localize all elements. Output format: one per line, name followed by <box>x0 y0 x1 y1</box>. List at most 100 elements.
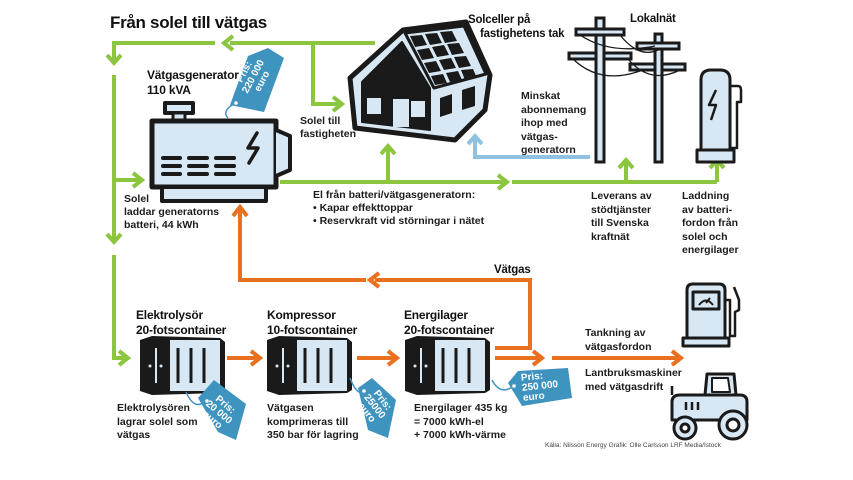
price-tag-energy-storage <box>491 368 572 406</box>
bullet-item: • Kapar effekttoppar <box>313 202 413 214</box>
hydrogen-return-left <box>238 210 366 282</box>
label-line: generatorn <box>521 144 576 156</box>
house-title-line2: fastighetens tak <box>480 28 565 40</box>
desc-line: Elektrolysören <box>117 402 190 414</box>
label-line: med vätgasdrift <box>585 380 664 393</box>
label-solel-laddar-batteri: Solel laddar generatorns batteri, 44 kWh <box>124 193 219 232</box>
arrow-up-grid <box>617 156 635 170</box>
label-line: batteri, 44 kWh <box>124 219 199 231</box>
desc-line: = 7000 kWh-el <box>414 415 484 428</box>
label-line: Leverans av <box>591 190 652 202</box>
energy-storage-title: Energilager 20-fotscontainer <box>404 308 494 338</box>
bullet-text: Reservkraft vid störningar i nätet <box>319 215 485 227</box>
power-poles-icon <box>567 16 687 164</box>
house-with-solar-panels-icon <box>347 19 493 143</box>
title-line2: 20-fotscontainer <box>136 323 227 337</box>
desc-line: vätgas <box>117 429 151 441</box>
label-vatgas-return: Vätgas <box>494 264 531 276</box>
source-credit: Källa: Nilsson Energy Grafik: Olle Carls… <box>545 442 721 449</box>
label-line: till Svenska <box>591 217 649 229</box>
grid-title: Lokalnät <box>630 13 676 25</box>
label-line: abonnemang <box>521 103 587 116</box>
label-line: stödtjänster <box>591 203 652 216</box>
arrow-right-out <box>531 349 546 367</box>
arrow-right-house <box>331 95 346 113</box>
desc-line: + 7000 kWh-värme <box>414 429 506 441</box>
label-line: fastigheten <box>300 128 357 140</box>
bullet-text: Kapar effekttoppar <box>319 202 413 214</box>
title-line1: Elektrolysör <box>136 308 203 322</box>
label-el-fran-batteri: El från batteri/vätgasgeneratorn: • Kapa… <box>313 189 484 228</box>
house-title: Solceller på fastighetens tak <box>468 13 565 41</box>
arrow-left-return <box>366 271 381 289</box>
arrow-right-vehicles <box>670 349 685 367</box>
arrow-up-generator <box>231 203 249 218</box>
desc-line: Energilager 435 kg <box>414 402 508 414</box>
label-leverans-stodtjanster: Leverans av stödtjänster till Svenska kr… <box>591 190 652 244</box>
arrow-down-left-mid <box>105 232 123 246</box>
title-line1: Energilager <box>404 308 468 322</box>
label-line: vätgasfordon <box>585 340 652 353</box>
label-line: ihop med <box>521 117 568 129</box>
grid-flow-line <box>466 132 590 159</box>
generator-title: Vätgasgenerator 110 kVA <box>147 68 239 98</box>
generator-title-line1: Vätgasgenerator <box>147 68 239 82</box>
tractor-icon <box>670 372 749 441</box>
label-line: Solel till <box>300 115 341 127</box>
label-tankning: Tankning av vätgasfordon <box>585 327 652 354</box>
label-line: av batteri- <box>682 203 733 216</box>
label-line: Solel <box>124 193 150 205</box>
ev-charger-icon <box>695 68 743 164</box>
arrow-left-top <box>220 34 235 52</box>
hydrogen-flow-lines <box>227 203 685 367</box>
generator-title-line2: 110 kVA <box>147 83 191 97</box>
solar-line-to-electrolyser <box>112 255 124 360</box>
solar-line-to-house <box>311 43 340 106</box>
price-tag-generator <box>225 48 284 119</box>
arrow-right-compressor <box>249 349 264 367</box>
label-line: energilager <box>682 244 739 256</box>
house-title-line1: Solceller på <box>468 14 531 26</box>
label-laddning-batterifordon: Laddning av batteri- fordon från solel o… <box>682 190 739 258</box>
lightning-icon <box>707 89 718 121</box>
label-line: Tankning av <box>585 327 646 339</box>
energy-storage-description: Energilager 435 kg = 7000 kWh-el + 7000 … <box>414 402 507 443</box>
compressor-description: Vätgasen komprimeras till 350 bar för la… <box>267 402 359 443</box>
arrow-right-storage <box>386 349 401 367</box>
infographic-title: Från solel till vätgas <box>110 13 267 32</box>
solar-flow-lines <box>105 34 726 367</box>
lightning-icon <box>246 131 260 165</box>
label-solel-till-fastigheten: Solel till fastigheten <box>300 115 356 141</box>
arrow-right-mid <box>496 173 511 191</box>
arrow-right-electrolyser <box>117 349 132 367</box>
arrow-down-left-top <box>105 53 123 67</box>
compressor-title: Kompressor 10-fotscontainer <box>267 308 357 338</box>
arrow-up-house <box>379 142 397 156</box>
label-line: solel och <box>682 230 728 243</box>
label-lantbruksmaskiner: Lantbruksmaskiner med vätgasdrift <box>585 367 682 394</box>
title-line2: 20-fotscontainer <box>404 323 495 337</box>
title-line1: Kompressor <box>267 308 336 322</box>
label-line: kraftnät <box>591 230 630 243</box>
desc-line: Vätgasen <box>267 402 314 414</box>
label-line: fordon från <box>682 217 738 229</box>
desc-line: 350 bar för lagring <box>267 429 359 441</box>
label-line: Minskat <box>521 90 561 102</box>
solar-line-top-left <box>112 41 215 62</box>
desc-line: lagrar solel som <box>117 415 198 428</box>
label-line: Lantbruksmaskiner <box>585 367 682 379</box>
solar-panels <box>410 31 477 85</box>
electrolyser-container-icon <box>140 336 225 395</box>
compressor-container-icon <box>267 336 352 395</box>
label-minskat-abonnemang: Minskat abonnemang ihop med vätgas- gene… <box>521 90 586 158</box>
price-tag-electrolyser <box>185 380 246 440</box>
arrow-right-generator <box>131 171 146 189</box>
electrolyser-title: Elektrolysör 20-fotscontainer <box>136 308 226 338</box>
generator-icon <box>149 101 292 203</box>
hydrogen-pump-icon <box>681 282 741 348</box>
hydrogen-return-right <box>375 278 532 350</box>
label-heading: El från batteri/vätgasgeneratorn: <box>313 189 476 201</box>
label-line: vätgas- <box>521 130 558 143</box>
